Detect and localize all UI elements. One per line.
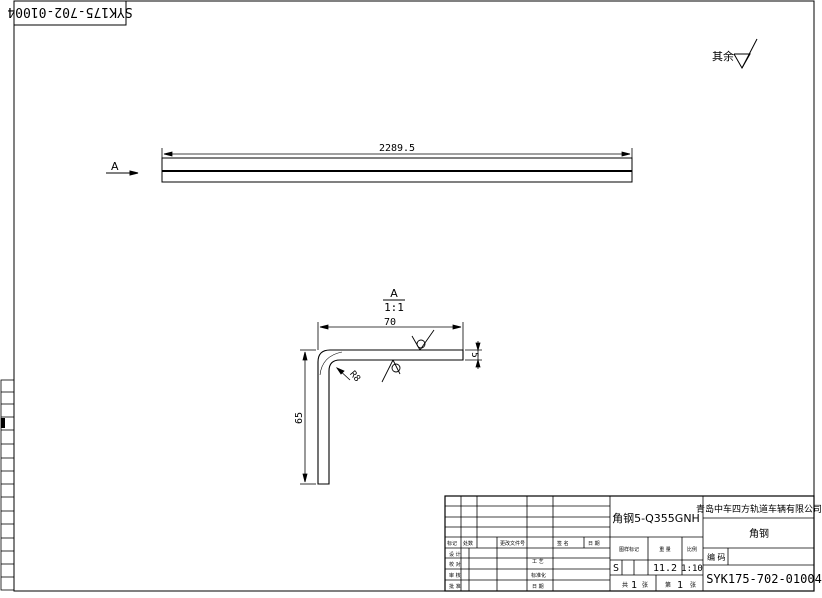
sheet-index: 1 [677,580,683,591]
role-approver-label: 批 准 [449,583,461,590]
sheet-index-suffix: 张 [690,581,696,589]
surface-finish-icon [733,38,758,70]
horizontal-leg-dimension [317,322,464,350]
role-standard-label: 标准化 [531,572,546,579]
title-block: 标记 处数 更改文件号 签 名 日 期 设 计 校 对 审 核 批 准 工 艺 … [444,495,822,592]
drawing-number: SYK175-702-01004 [706,572,822,586]
bend-radius-leader [335,367,351,381]
rev-date-label: 日 期 [588,541,600,547]
length-dimension-value: 2289.5 [379,143,415,154]
drawing-number-rotated: SYK175-702-01004 [7,4,132,19]
sheet-total-suffix: 张 [642,581,648,589]
role-designer-label: 设 计 [449,551,461,558]
section-view-label: A [390,287,398,300]
role-date-label: 日 期 [532,584,544,590]
vertical-leg-value: 65 [294,412,305,424]
length-dimension [161,148,633,159]
surface-finish-label: 其余 [712,49,734,63]
code-label: 编 码 [707,552,726,562]
bar-outline [161,157,633,183]
section-view-scale: 1:1 [384,301,404,314]
weight-column-label: 重 量 [659,546,671,553]
drawing-number-box-rotated: SYK175-702-01004 [7,0,133,26]
thickness-value: 5 [469,352,479,357]
rev-count-label: 处数 [463,540,473,547]
surface-symbol-top-icon [411,329,435,351]
section-cut-arrow [106,170,139,176]
role-reviewer-label: 审 核 [449,572,461,579]
rev-sign-label: 签 名 [557,540,569,547]
angle-profile [317,349,464,485]
company-name: 青岛中车四方轨道车辆有限公司 [696,503,822,515]
stage-mark: S [613,563,619,574]
sheet-total: 1 [631,580,637,591]
rev-mark-label: 标记 [447,540,457,547]
material-spec: 角钢5-Q355GNH [612,512,700,525]
bend-radius-value: R8 [347,369,362,384]
horizontal-leg-value: 70 [384,317,396,328]
main-view: 2289.5 A [106,143,633,183]
left-margin-strip [0,379,15,591]
sheet-total-prefix: 共 [622,581,628,589]
surface-finish-note: 其余 [712,38,758,70]
section-cut-marker: A [111,160,119,173]
surface-symbol-bottom-icon [381,359,401,383]
section-view: A 1:1 70 5 [294,287,482,485]
thickness-dimension [465,341,482,369]
title-block-grid [444,495,815,592]
sheet-index-prefix: 第 [665,581,671,589]
stage-column-label: 图样标记 [619,546,639,553]
left-margin-mark [1,418,5,428]
drawing-frame [13,0,815,592]
role-checker-label: 校 对 [449,561,461,568]
part-name: 角钢 [749,527,769,540]
role-process-label: 工 艺 [532,559,544,565]
vertical-leg-dimension [300,349,316,485]
rev-doc-label: 更改文件号 [500,540,525,547]
scale-column-label: 比例 [687,546,697,553]
weight-value: 11.2 [653,563,677,574]
scale-value: 1:10 [681,564,703,574]
